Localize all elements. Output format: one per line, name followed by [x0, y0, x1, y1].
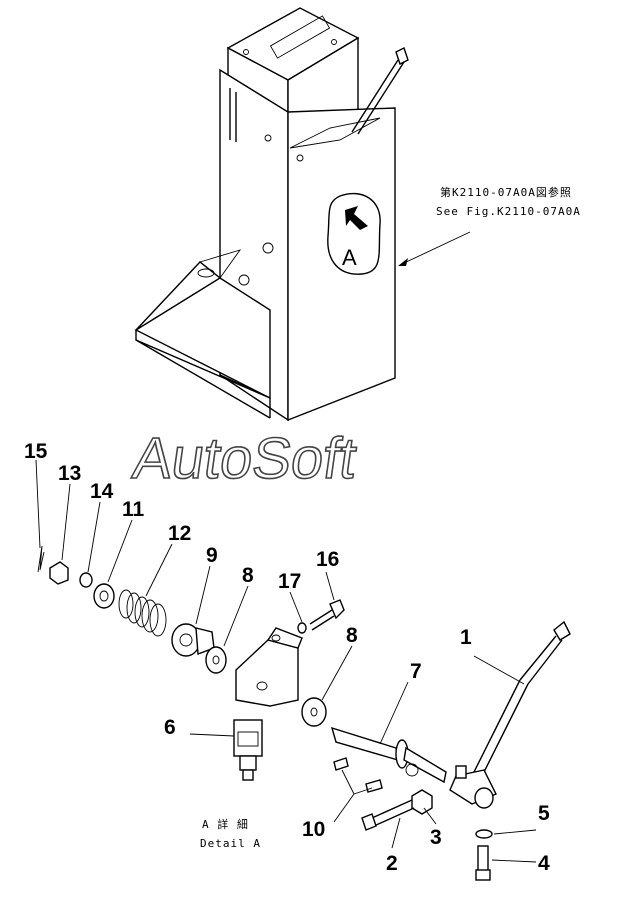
part-11-seat: [93, 583, 115, 609]
callout-17: 17: [278, 570, 301, 593]
reference-text-en: See Fig.K2110-07A0A: [436, 205, 581, 218]
callout-15: 15: [24, 440, 48, 463]
part-4-bolt: [475, 845, 491, 881]
part-10-key-b: [365, 779, 383, 793]
view-a-marker: A: [327, 192, 381, 275]
callout-13: 13: [58, 462, 81, 485]
reference-text-jp: 第K2110-07A0A図参照: [440, 185, 572, 199]
detail-caption-jp: A 詳 細: [202, 817, 249, 831]
callout-14: 14: [90, 480, 114, 503]
watermark: AutoSoft: [129, 426, 361, 491]
callout-2: 2: [386, 852, 398, 875]
part-2-bolt: [361, 799, 415, 831]
leader-lines: [35, 459, 537, 863]
view-arrow-icon: [345, 206, 368, 230]
part-3-nut: [411, 789, 433, 815]
part-16-bolt: [309, 599, 345, 631]
part-12-spring: [118, 589, 167, 637]
leader-arrow-icon: [398, 258, 408, 266]
callout-8-upper: 8: [242, 564, 254, 587]
callout-5: 5: [538, 802, 550, 825]
part-17-washer: [297, 622, 307, 634]
part-5-washer: [475, 829, 493, 839]
part-10-key-a: [333, 757, 349, 771]
callout-numbers: 15 13 14 11 12 9 8 17 16 8 6 7 1 10 2 3 …: [24, 440, 550, 875]
part-8-washer-a: [205, 646, 227, 674]
callout-12: 12: [168, 522, 191, 545]
view-marker-label: A: [342, 245, 357, 270]
detail-caption-en: Detail A: [200, 837, 261, 850]
callout-3: 3: [430, 826, 442, 849]
part-6-switch: [233, 719, 263, 781]
bracket: [235, 627, 303, 707]
callout-8-lower: 8: [346, 624, 358, 647]
part-9-cam: [171, 623, 215, 657]
callout-10: 10: [302, 818, 325, 841]
part-7-shaft: [330, 726, 447, 784]
part-13-nut: [49, 561, 69, 585]
callout-9: 9: [206, 544, 218, 567]
callout-6: 6: [164, 716, 176, 739]
console-housing: [134, 7, 409, 422]
part-8-washer-b: [301, 697, 327, 727]
callout-7: 7: [410, 660, 422, 683]
part-15-pin: [37, 545, 45, 573]
reference-leader: [401, 231, 471, 265]
callout-16: 16: [316, 548, 339, 571]
part-14-washer: [79, 572, 93, 588]
callout-11: 11: [122, 498, 145, 521]
callout-4: 4: [538, 852, 550, 875]
exploded-parts: [37, 545, 571, 881]
callout-1: 1: [460, 626, 472, 649]
part-1-lever: [449, 620, 571, 809]
